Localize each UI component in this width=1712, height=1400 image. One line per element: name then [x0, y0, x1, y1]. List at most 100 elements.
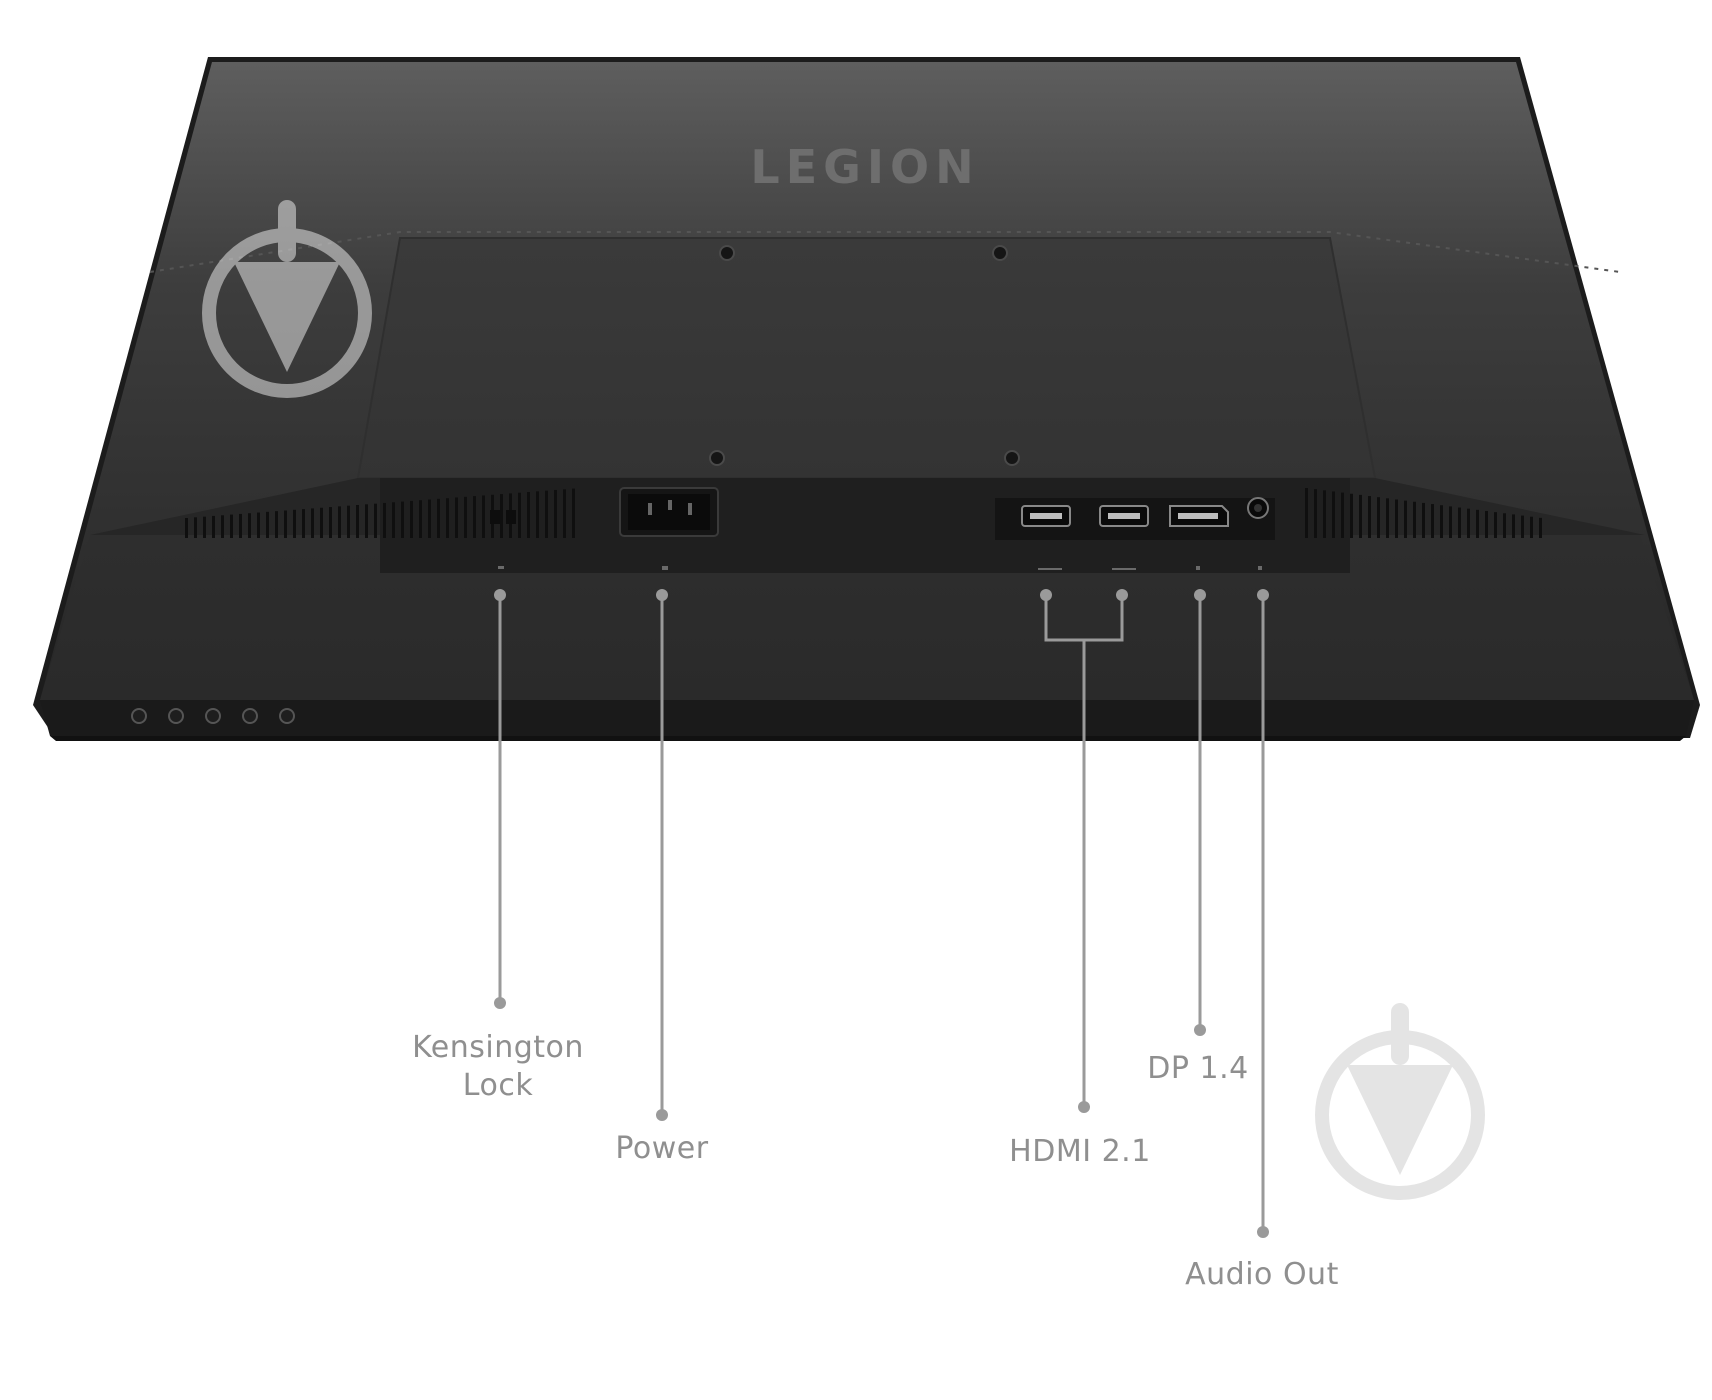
- vent-slat: [1332, 491, 1335, 538]
- power-inlet: [619, 487, 719, 537]
- vent-slat: [302, 509, 305, 538]
- vent-slat: [1521, 515, 1524, 538]
- vent-slat: [1476, 509, 1479, 538]
- hdmi-port-1: [1021, 505, 1071, 527]
- vent-slat: [1323, 490, 1326, 538]
- vent-slat: [1314, 489, 1317, 538]
- download-arrow-circle-icon: [202, 200, 372, 398]
- vent-slat: [338, 506, 341, 538]
- vent-slat: [1377, 497, 1380, 538]
- control-button-2: [168, 708, 184, 724]
- vent-slat: [1404, 500, 1407, 538]
- vent-slat: [365, 504, 368, 538]
- vent-slat: [482, 495, 485, 538]
- callout-labels: Kensington Lock Power HDMI 2.1 DP 1.4 Au…: [412, 1030, 1339, 1292]
- label-kensington-lock-line2: Lock: [463, 1068, 534, 1103]
- vent-slat: [383, 502, 386, 538]
- kensington-slot: [490, 510, 516, 524]
- vent-slat: [392, 502, 395, 538]
- vesa-hole-top-right: [992, 245, 1008, 261]
- vent-slat: [311, 508, 314, 538]
- label-audio-out: Audio Out: [1185, 1257, 1339, 1292]
- vent-slat: [1530, 516, 1533, 538]
- vent-slat: [1359, 494, 1362, 538]
- vent-slat: [239, 513, 242, 538]
- vent-slat: [572, 488, 575, 538]
- displayport: [1169, 505, 1229, 527]
- vesa-screw-holes: [709, 245, 1020, 466]
- control-button-3: [205, 708, 221, 724]
- vesa-mount-panel: [356, 237, 1377, 479]
- control-button-1: [131, 708, 147, 724]
- vent-slat: [464, 496, 467, 538]
- vent-slat: [320, 507, 323, 538]
- vent-slat: [410, 500, 413, 538]
- port-markings: [498, 566, 1262, 570]
- vent-slat: [419, 500, 422, 538]
- vent-slat: [1386, 498, 1389, 538]
- vent-slat: [401, 501, 404, 538]
- download-arrow-circle-icon-2: [1315, 1003, 1485, 1200]
- callout-dots: [494, 589, 1269, 1238]
- vent-slat: [230, 514, 233, 538]
- vent-slat: [356, 505, 359, 538]
- vent-slat: [203, 516, 206, 538]
- io-port-strip: [995, 497, 1275, 540]
- vent-slat: [266, 511, 269, 538]
- vent-slat: [212, 515, 215, 538]
- vent-slat: [329, 507, 332, 538]
- vent-slat: [347, 505, 350, 538]
- vent-slat: [221, 515, 224, 538]
- audio-jack: [1247, 497, 1269, 519]
- vent-slat: [518, 492, 521, 538]
- vent-slat: [293, 509, 296, 538]
- vent-slat: [284, 510, 287, 538]
- vent-slat: [437, 498, 440, 538]
- vent-slat: [545, 490, 548, 538]
- vent-slat: [1494, 512, 1497, 538]
- vent-slat: [1503, 513, 1506, 538]
- vesa-hole-bottom-right: [1004, 450, 1020, 466]
- vent-slat: [1422, 502, 1425, 538]
- vent-slat: [1458, 507, 1461, 538]
- vent-slat: [1467, 508, 1470, 538]
- vent-slat: [428, 499, 431, 538]
- vent-slat: [374, 503, 377, 538]
- label-power: Power: [615, 1131, 708, 1166]
- label-dp: DP 1.4: [1147, 1051, 1248, 1086]
- vent-slat: [554, 489, 557, 538]
- vent-slat: [1350, 493, 1353, 538]
- vent-slat: [248, 513, 251, 538]
- vent-slat: [275, 511, 278, 538]
- control-button-4: [242, 708, 258, 724]
- vent-slat: [536, 491, 539, 538]
- svg-text:LEGION: LEGION: [750, 140, 979, 194]
- label-hdmi: HDMI 2.1: [1009, 1134, 1151, 1169]
- vent-slat: [257, 512, 260, 538]
- hdmi-port-2: [1099, 505, 1149, 527]
- legion-logo: LEGION: [750, 140, 979, 194]
- vesa-hole-bottom-left: [709, 450, 725, 466]
- vent-slat: [1539, 517, 1542, 538]
- callout-lines: [498, 595, 1265, 1232]
- vent-slat: [500, 494, 503, 538]
- vent-slat: [1368, 496, 1371, 538]
- control-buttons: [131, 708, 295, 724]
- vent-slat: [455, 497, 458, 538]
- vent-slat: [1395, 499, 1398, 538]
- control-button-5: [279, 708, 295, 724]
- vent-slat: [1440, 505, 1443, 538]
- vent-slat: [446, 498, 449, 538]
- label-kensington-lock: Kensington: [412, 1030, 584, 1065]
- vent-slat: [1449, 506, 1452, 538]
- vesa-hole-top-left: [719, 245, 735, 261]
- vent-slat: [563, 489, 566, 538]
- vent-slat: [1431, 504, 1434, 538]
- vent-slat: [527, 492, 530, 538]
- vent-slat: [194, 517, 197, 538]
- vent-slat: [1485, 510, 1488, 538]
- vent-slat: [1512, 514, 1515, 538]
- vent-slat: [185, 518, 188, 538]
- vent-grille-right: [1305, 488, 1542, 538]
